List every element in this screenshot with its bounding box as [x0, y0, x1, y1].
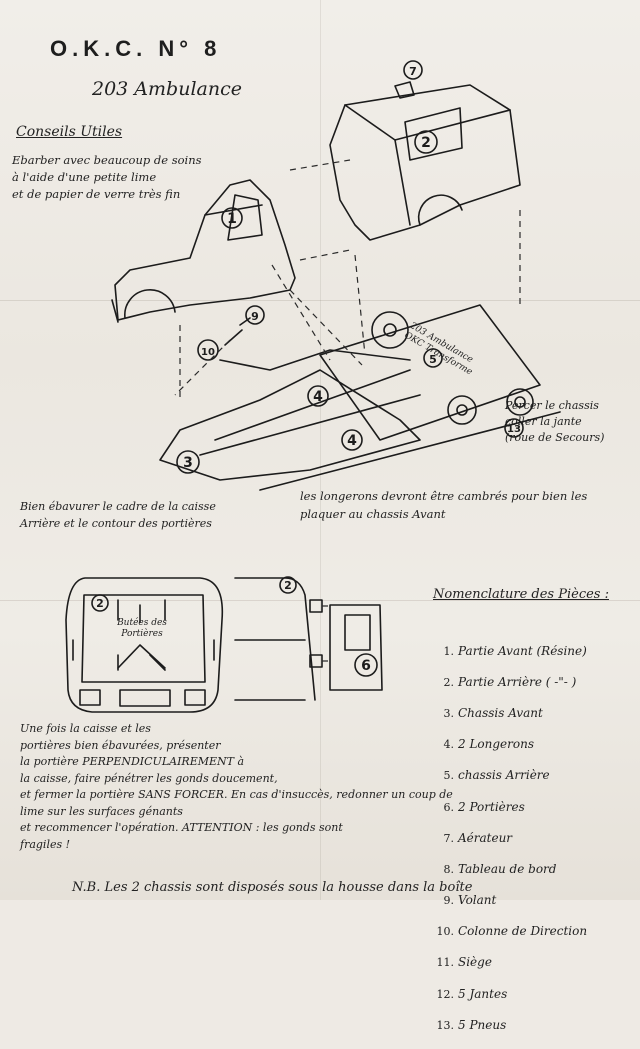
butees-label: Butées des Portières [117, 618, 167, 639]
paper-sheet [0, 0, 640, 900]
svg-text:9: 9 [251, 310, 259, 323]
nb-note: N.B. Les 2 chassis sont disposés sous la… [72, 880, 473, 895]
list-item: 9.Volant [443, 893, 497, 908]
svg-text:4: 4 [347, 433, 357, 449]
list-item: 10.Colonne de Direction [436, 924, 588, 939]
list-item: 1.Partie Avant (Résine) [443, 643, 587, 658]
list-item: 5.chassis Arrière [443, 768, 550, 783]
list-item: 3.Chassis Avant [443, 705, 543, 720]
list-item: 6.2 Portières [443, 799, 525, 814]
svg-text:13: 13 [507, 424, 521, 435]
svg-text:2: 2 [421, 135, 431, 151]
svg-text:4: 4 [313, 389, 323, 405]
aerator-part: 7 [394, 60, 423, 99]
conseils-heading: Conseils Utiles [16, 124, 123, 140]
tip-deburr: Ebarber avec beaucoup de soins à l'aide … [12, 153, 202, 201]
door-side-sketch: 2 6 [234, 576, 383, 701]
fold-line [0, 300, 640, 301]
list-item: 12.5 Jantes [436, 986, 508, 1001]
page-subtitle: 203 Ambulance [92, 78, 242, 100]
list-item: 4.2 Longerons [443, 737, 535, 752]
list-item: 2.Partie Arrière ( -"- ) [443, 674, 577, 689]
svg-text:10: 10 [201, 347, 215, 358]
list-item: 7.Aérateur [443, 830, 513, 845]
rear-chassis-part: 5 [319, 304, 541, 441]
nomenclature-title: Nomenclature des Pièces : [433, 587, 609, 602]
spare-wheel-part: 13 [504, 388, 534, 438]
assembly-instructions: Une fois la caisse et les portières bien… [20, 722, 453, 851]
exploded-diagram: 1 2 7 5 3 4 4 [65, 60, 561, 713]
rear-body-part: 2 [329, 84, 521, 241]
steering-parts: 10 9 [197, 305, 265, 361]
svg-text:6: 6 [361, 658, 371, 674]
svg-text:1: 1 [227, 211, 237, 227]
svg-text:7: 7 [409, 65, 417, 78]
tip-frame: Bien ébavurer le cadre de la caisse Arri… [20, 500, 216, 530]
list-item: 13.5 Pneus [436, 1017, 507, 1032]
svg-text:5: 5 [429, 353, 437, 366]
list-item: 8.Tableau de bord [443, 861, 557, 876]
fold-line [320, 0, 321, 900]
list-item: 11.Siège [436, 955, 492, 970]
svg-text:2: 2 [284, 579, 292, 592]
rear-view-sketch: 2 [65, 577, 224, 713]
page-title: O.K.C. N° 8 [50, 36, 222, 61]
svg-text:3: 3 [183, 455, 193, 471]
tip-longerons: les longerons devront être cambrés pour … [300, 489, 588, 521]
front-body-part: 1 [111, 179, 296, 323]
front-chassis-part: 3 4 4 [159, 349, 561, 491]
svg-text:2: 2 [96, 597, 104, 610]
